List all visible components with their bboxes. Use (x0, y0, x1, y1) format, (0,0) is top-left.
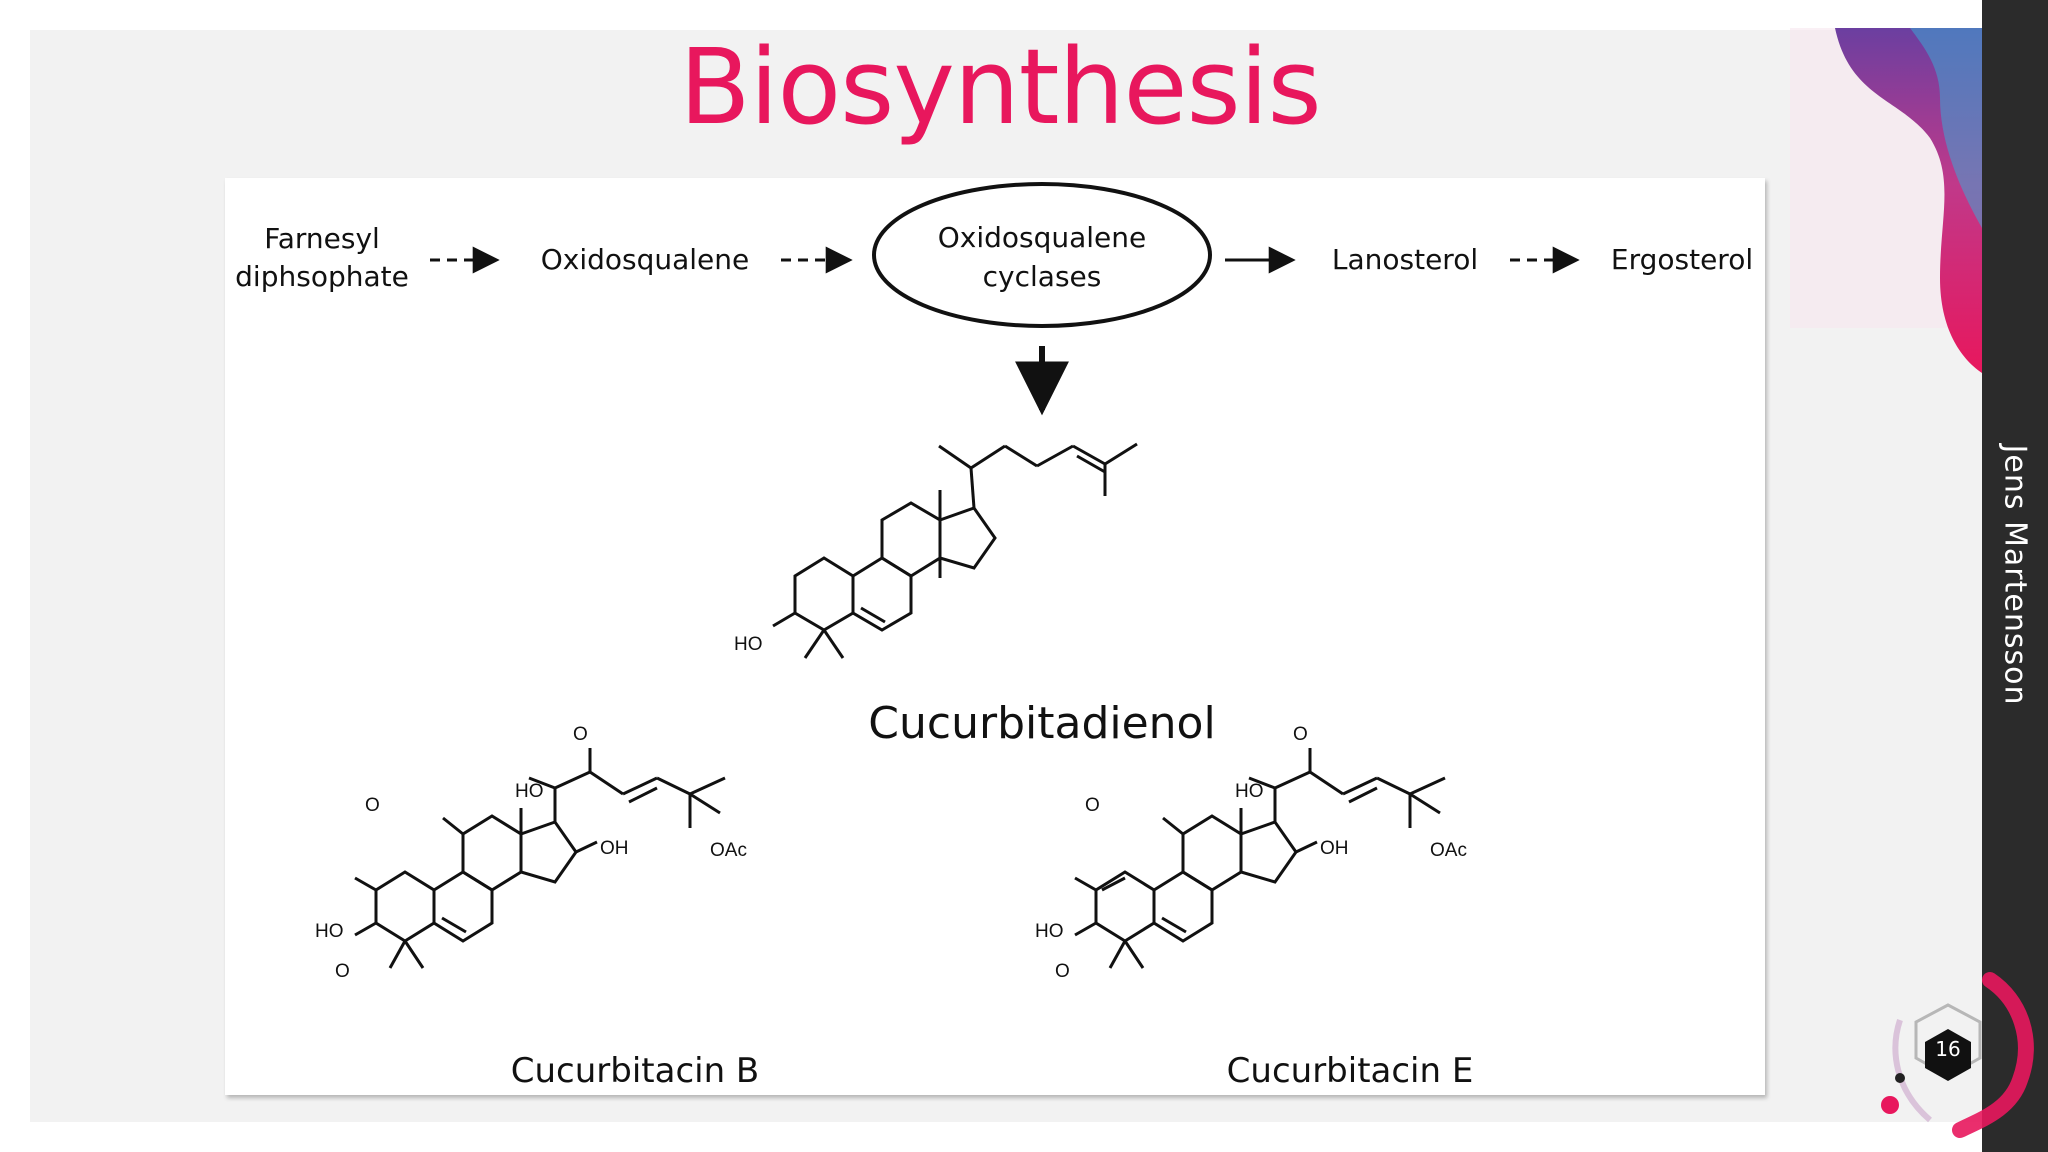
decorative-shape (1790, 28, 1982, 373)
atom-label-oac: OAc (1430, 840, 1467, 861)
author-sidebar (1982, 0, 2048, 1152)
label-lanosterol: Lanosterol (1332, 243, 1478, 276)
atom-label-ho: HO (315, 921, 344, 942)
label-cucurbitacin-e: Cucurbitacin E (1227, 1051, 1474, 1091)
page-number: 16 (1935, 1037, 1961, 1061)
label-farnesyl-line1: Farnesyl (264, 222, 380, 255)
cucurbitadienol-structure (772, 442, 1138, 659)
slide-title: Biosynthesis (679, 26, 1321, 148)
atom-label-oh: OH (1320, 838, 1349, 859)
atom-label-ho: HO (1235, 781, 1264, 802)
atom-label-oac: OAc (710, 840, 747, 861)
label-cyclases-line1: Oxidosqualene (938, 221, 1147, 254)
atom-label-o: O (335, 961, 350, 982)
atom-label-oh: OH (600, 838, 629, 859)
label-ergosterol: Ergosterol (1611, 243, 1753, 276)
label-cucurbitadienol: Cucurbitadienol (868, 698, 1215, 749)
atom-label-o: O (1293, 724, 1308, 745)
label-farnesyl-line2: diphsophate (235, 260, 409, 293)
atom-label-o: O (1055, 961, 1070, 982)
page-number-hexagon (1925, 1029, 1971, 1081)
cyclases-ellipse (872, 182, 1212, 328)
atom-label-ho: HO (1035, 921, 1064, 942)
atom-label-o: O (365, 795, 380, 816)
atom-label-ho: HO (515, 781, 544, 802)
atom-label-o: O (573, 724, 588, 745)
biosynthesis-diagram: Farnesyl diphsophate Oxidosqualene Oxido… (225, 178, 1765, 1095)
cucurbitacin-b-structure (354, 748, 726, 969)
label-oxidosqualene: Oxidosqualene (541, 243, 750, 276)
label-cucurbitacin-b: Cucurbitacin B (511, 1051, 760, 1091)
atom-label-ho: HO (734, 634, 763, 655)
cucurbitacin-e-structure (1074, 748, 1446, 969)
page-badge-decoration (1881, 972, 2034, 1138)
label-cyclases-line2: cyclases (983, 260, 1102, 293)
atom-label-o: O (1085, 795, 1100, 816)
author-name: Jens Martensson (1997, 444, 2033, 706)
